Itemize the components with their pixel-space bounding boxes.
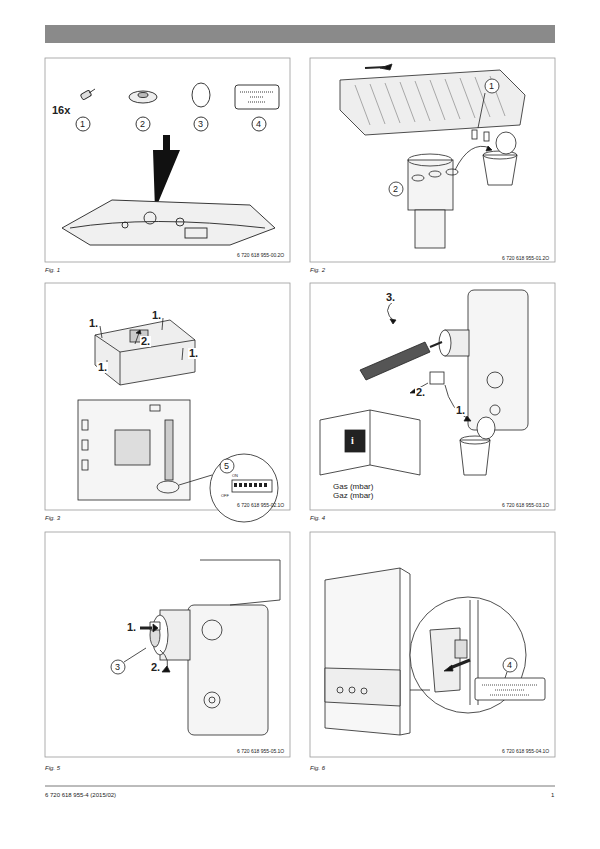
figure-frames [45,58,555,757]
callout-number: 5 [224,462,229,471]
figure-caption: Fig. 2 [310,267,325,273]
unit-label: Gaz (mbar) [333,492,373,500]
figure-caption: Fig. 6 [310,765,325,771]
figure-code: 6 720 618 955-03.1O [502,503,549,508]
page-number: 1 [551,792,554,798]
step-number: 3. [385,292,396,303]
quantity: 16x [52,105,70,116]
document-number: 6 720 618 955-4 (2015/02) [45,792,116,798]
unit-label: Gas (mbar) [333,483,373,491]
step-number: 1. [126,622,137,633]
figure-code: 6 720 618 955-00.2O [237,253,284,258]
figure-caption: Fig. 4 [310,515,325,521]
callout-number: 2 [393,185,398,194]
step-number: 1. [455,405,466,416]
callout-number: 4 [256,120,261,129]
fig4-parts: i [320,290,528,475]
switch-label: ON [232,474,238,478]
callout-number: 2 [140,120,145,129]
step-number: 1. [97,362,108,373]
figure-caption: Fig. 3 [45,515,60,521]
callout-number: 3 [198,120,203,129]
callout-number: 3 [115,663,120,672]
step-number: 1. [88,318,99,329]
switch-label: OFF [221,494,229,498]
step-number: 1. [188,348,199,359]
step-number: 2. [140,336,151,347]
figure-caption: Fig. 5 [45,765,60,771]
fig6-parts [325,568,545,735]
step-number: 2. [150,662,161,673]
svg-text:i: i [351,435,354,446]
figure-caption: Fig. 1 [45,267,60,273]
figure-code: 6 720 618 955-04.1O [502,749,549,754]
callout-number: 4 [507,661,512,670]
step-number: 1. [151,310,162,321]
fig1-parts [62,83,279,245]
fig3-parts [78,318,278,522]
figure-code: 6 720 618 955-05.1O [237,749,284,754]
figure-code: 6 720 618 955-01.2O [502,256,549,261]
figure-code: 6 720 618 955-02.1O [237,503,284,508]
callout-number: 1 [80,120,85,129]
header-bar [45,25,555,43]
step-number: 2. [415,387,426,398]
fig2-parts [340,64,525,248]
fig5-parts [111,560,280,735]
callout-number: 1 [489,82,494,91]
